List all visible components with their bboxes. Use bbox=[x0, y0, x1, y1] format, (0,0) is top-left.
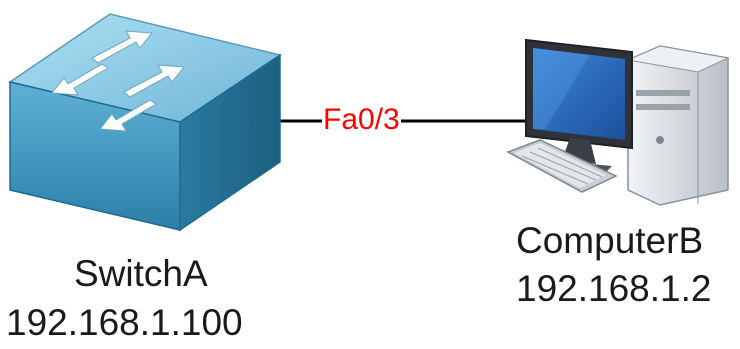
switch-ip-label: 192.168.1.100 bbox=[6, 302, 243, 343]
switch-name-label: SwitchA bbox=[74, 253, 208, 294]
computer-name-label: ComputerB bbox=[516, 220, 704, 261]
computer-ip-label: 192.168.1.2 bbox=[516, 268, 712, 309]
port-label: Fa0/3 bbox=[322, 103, 401, 136]
desktop-computer-icon bbox=[506, 38, 730, 206]
network-switch-icon bbox=[8, 13, 282, 232]
